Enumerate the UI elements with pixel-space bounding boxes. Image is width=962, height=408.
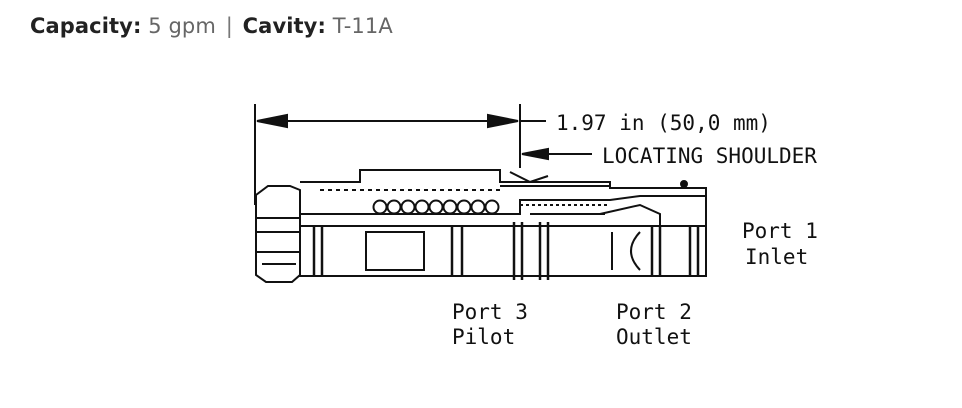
port3-line2: Pilot bbox=[452, 325, 515, 349]
dimension-arrow-right bbox=[487, 113, 519, 129]
capacity-value: 5 gpm bbox=[148, 14, 216, 38]
port3-line1: Port 3 bbox=[452, 300, 528, 324]
shoulder-arrow bbox=[521, 147, 549, 161]
dimension-label: 1.97 in (50,0 mm) bbox=[556, 111, 771, 135]
cavity-label: Cavity: bbox=[242, 14, 326, 38]
shoulder-label: LOCATING SHOULDER bbox=[602, 144, 817, 168]
seal-lands bbox=[312, 222, 700, 280]
port1-line1: Port 1 bbox=[742, 219, 818, 243]
pilot-port-window bbox=[365, 231, 425, 271]
port2-line1: Port 2 bbox=[616, 300, 692, 324]
port2-line2: Outlet bbox=[616, 325, 692, 349]
dimension-arrow-left bbox=[256, 113, 288, 129]
cavity-value: T-11A bbox=[332, 14, 393, 38]
hex-nut bbox=[255, 185, 301, 283]
spec-separator: | bbox=[225, 14, 233, 38]
spring-coils bbox=[372, 199, 500, 215]
outlet-port-window bbox=[611, 231, 641, 271]
spec-line: Capacity: 5 gpm | Cavity: T-11A bbox=[30, 14, 393, 38]
port1-line2: Inlet bbox=[745, 245, 808, 269]
capacity-label: Capacity: bbox=[30, 14, 142, 38]
cartridge-body bbox=[255, 169, 707, 283]
sleeve bbox=[299, 225, 707, 277]
